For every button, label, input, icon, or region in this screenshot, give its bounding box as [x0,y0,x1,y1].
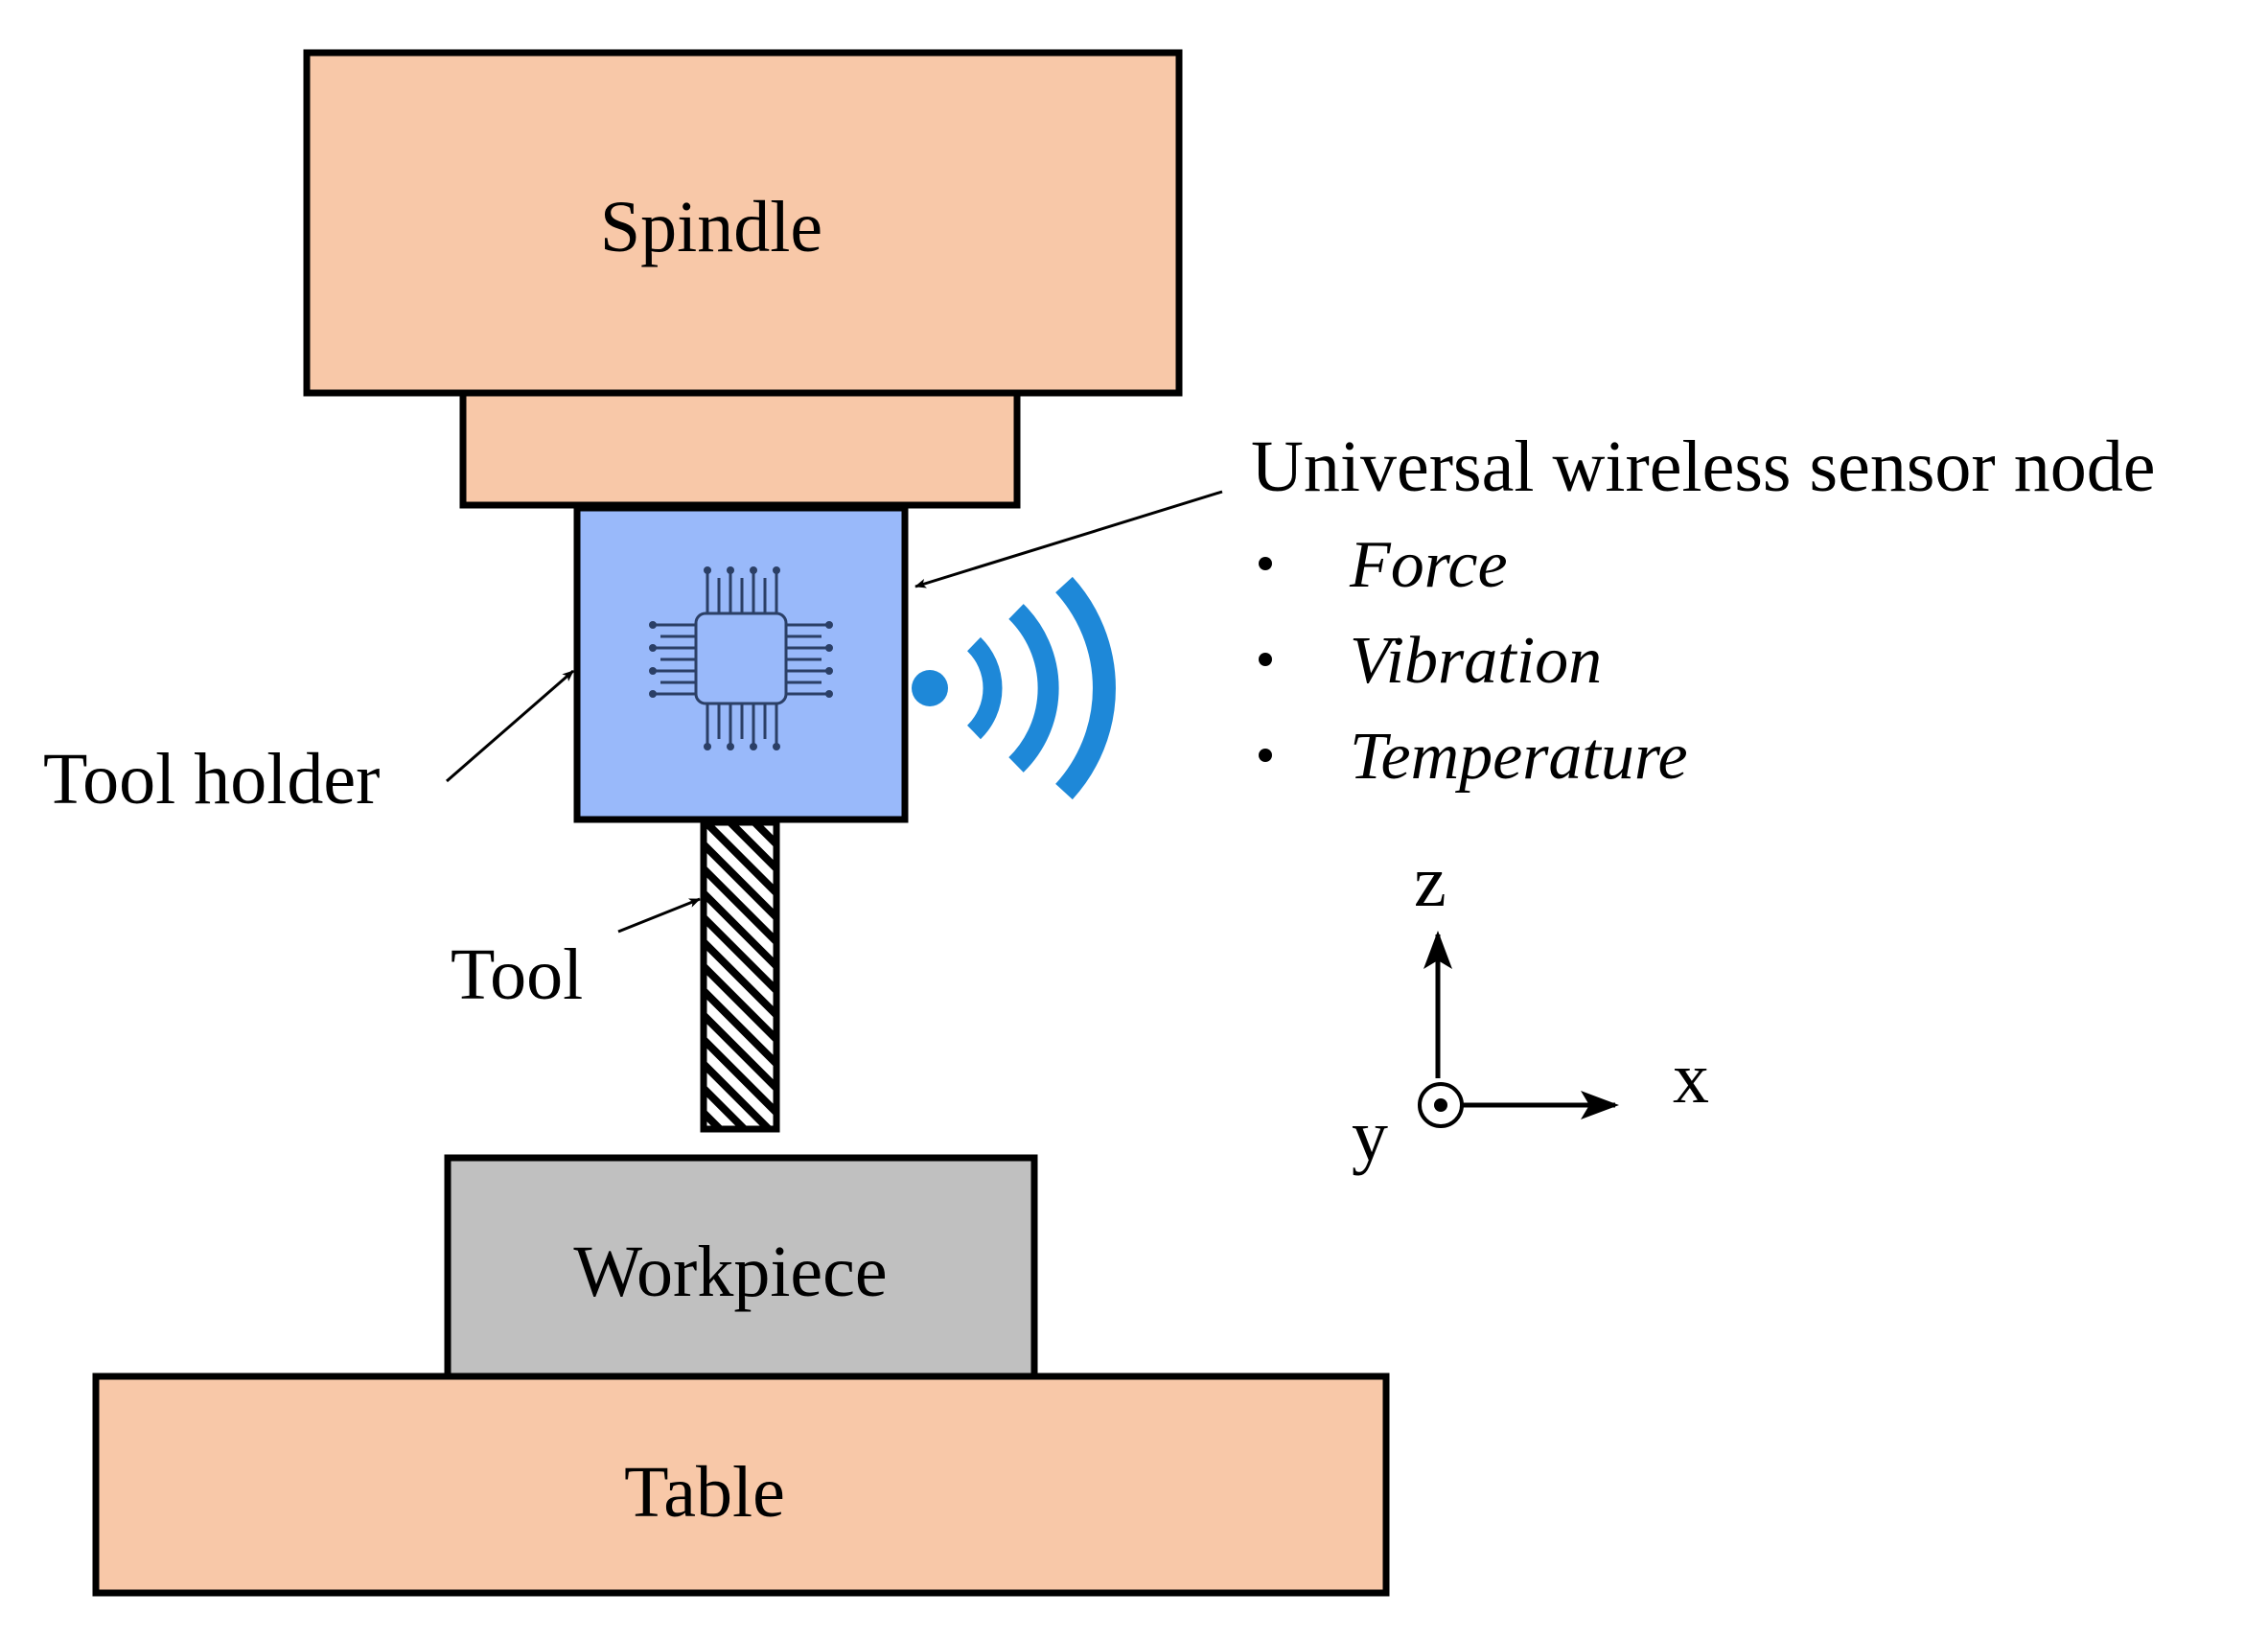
z-axis-label: z [1414,842,1446,922]
sensor-node-leader-arrow [914,490,1223,588]
workpiece: Workpiece [444,1154,1038,1380]
spindle: Spindle [303,49,1183,397]
y-axis-dot [1434,1098,1447,1112]
y-axis-label: y [1352,1096,1388,1176]
spindle-collar [459,389,1021,509]
sensor-measurement-list: Force Vibration Temperature [1259,528,1688,794]
bullet [1259,653,1272,666]
bullet [1259,749,1272,762]
measurement-vibration: Vibration [1350,624,1602,698]
wireless-signal-icon [912,576,1116,800]
tool-label: Tool [451,934,583,1015]
table: Table [92,1373,1390,1597]
spindle-label: Spindle [600,187,822,267]
tool-holder-leader-arrow [446,669,574,783]
tool-holder-label: Tool holder [43,739,380,819]
list-item: Temperature [1259,720,1688,794]
list-item: Force [1259,528,1508,602]
workpiece-label: Workpiece [573,1232,887,1312]
tool-leader-arrow [617,897,701,934]
x-axis-label: x [1673,1038,1709,1119]
tool [700,819,780,1133]
sensor-node-label: Universal wireless sensor node [1251,427,2155,507]
table-label: Table [624,1452,785,1533]
measurement-force: Force [1349,528,1508,602]
bullet [1259,557,1272,570]
list-item: Vibration [1259,624,1602,698]
tool-holder [573,504,909,823]
microchip-icon [649,566,833,750]
measurement-temperature: Temperature [1350,720,1688,794]
coordinate-axes: z x y [1352,842,1709,1176]
